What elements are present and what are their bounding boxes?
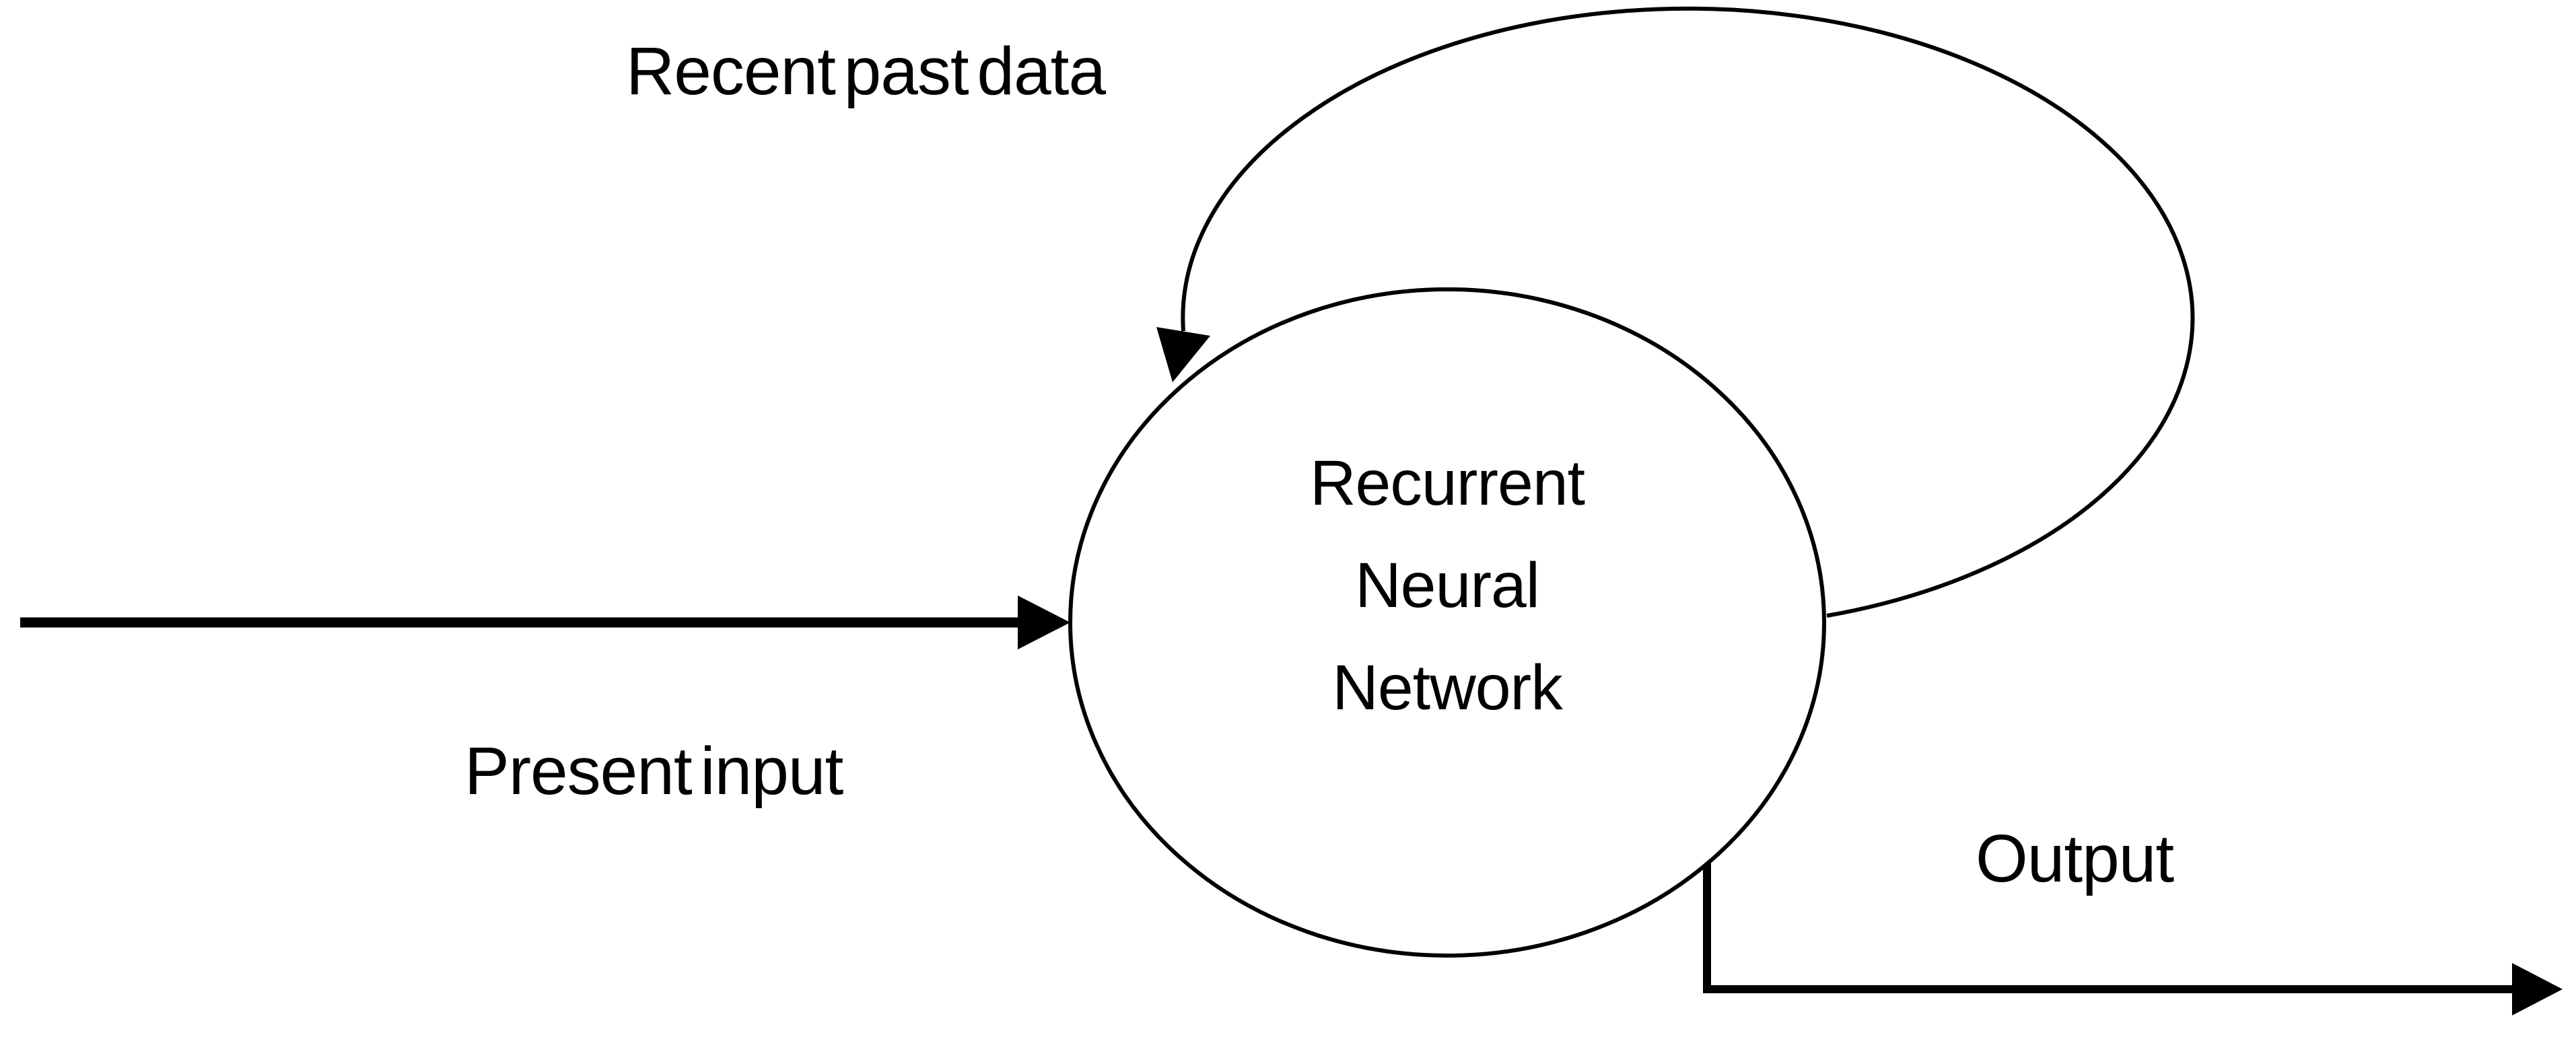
output-arrow-path	[1703, 849, 2514, 993]
output-label: Output	[1976, 821, 2174, 896]
feedback-arrowhead-icon	[1156, 327, 1210, 382]
input-label: Present input	[464, 734, 843, 809]
input-arrowhead-icon	[1018, 596, 1070, 649]
rnn-node-label-line1: Recurrent	[1310, 448, 1585, 519]
output-arrowhead-icon	[2512, 963, 2563, 1015]
rnn-node-label-line3: Network	[1332, 652, 1563, 723]
rnn-node-circle	[1068, 287, 1826, 958]
feedback-loop-arc	[1181, 6, 2195, 618]
rnn-node-label-line2: Neural	[1355, 550, 1539, 621]
feedback-label: Recent past data	[626, 34, 1106, 109]
